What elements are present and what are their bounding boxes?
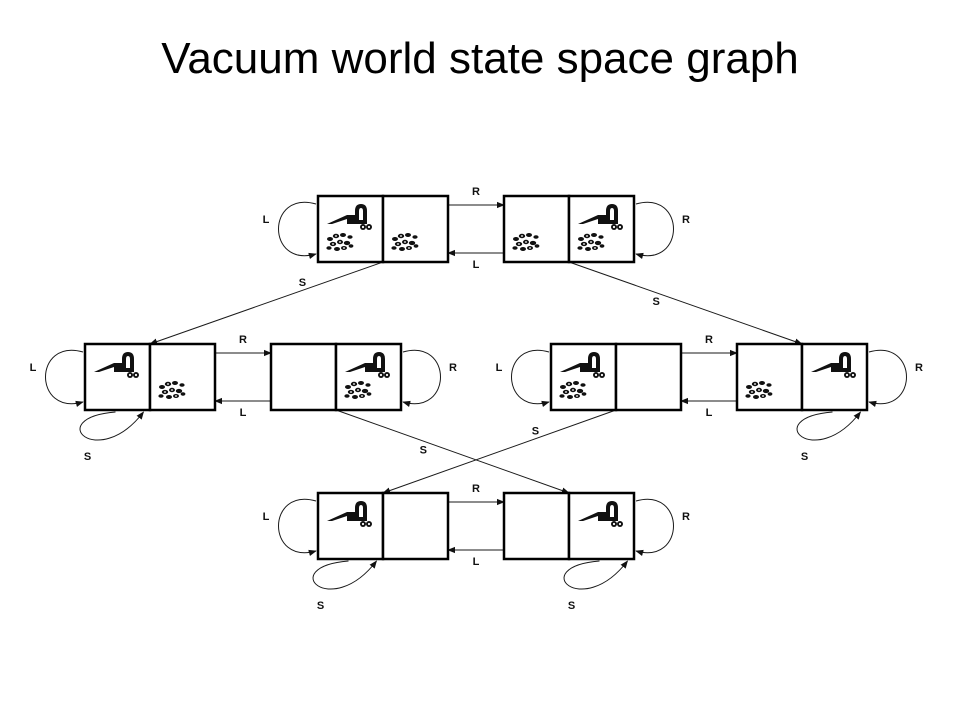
edge-5-6-R-label: R — [705, 334, 713, 346]
edge-5-5-L-label: L — [496, 362, 503, 374]
edge-2-6-S — [568, 261, 803, 345]
state-1-square-b — [381, 194, 450, 264]
state-7-square-a — [316, 491, 385, 561]
state-7-square-b — [381, 491, 450, 561]
edge-8-8-R-label: R — [682, 511, 690, 523]
state-5-square-a — [549, 342, 618, 412]
edge-5-5-L — [511, 349, 550, 408]
edge-1-3-S — [149, 261, 384, 345]
state-2 — [502, 194, 636, 264]
state-1 — [316, 194, 450, 264]
edge-7-7-S — [312, 560, 377, 590]
edge-6-6-S-label: S — [801, 451, 808, 463]
action-labels: R L L R S S R L L S R S R L L S R S R L L S R S — [30, 186, 923, 612]
transition-edges — [45, 201, 907, 590]
edge-3-3-S-label: S — [84, 451, 91, 463]
state-4 — [269, 342, 403, 412]
edge-3-3-S — [79, 411, 144, 441]
state-8-square-a — [502, 491, 571, 561]
state-7 — [316, 491, 450, 561]
edge-3-3-L — [45, 349, 84, 408]
state-5-square-b — [614, 342, 683, 412]
edge-4-4-R — [402, 349, 441, 408]
edge-4-8-S — [335, 409, 570, 494]
edge-7-8-R-label: R — [472, 483, 480, 495]
edge-8-8-S-label: S — [568, 600, 575, 612]
state-6-square-a — [735, 342, 804, 412]
state-1-square-a — [316, 194, 385, 264]
edge-8-7-L-label: L — [473, 556, 480, 568]
edge-6-6-R — [868, 349, 907, 408]
edge-8-8-S — [563, 560, 628, 590]
state-3-square-a — [83, 342, 152, 412]
state-4-square-b — [334, 342, 403, 412]
edge-4-4-R-label: R — [449, 362, 457, 374]
state-8-square-b — [567, 491, 636, 561]
edge-6-5-L-label: L — [706, 407, 713, 419]
edge-2-2-R-label: R — [682, 214, 690, 226]
state-3 — [83, 342, 217, 412]
edge-1-1-L — [278, 201, 317, 260]
state-8 — [502, 491, 636, 561]
state-5 — [549, 342, 683, 412]
edge-5-7-S — [382, 409, 617, 494]
edge-2-6-S-label: S — [653, 296, 660, 308]
edge-5-7-S-label: S — [532, 425, 539, 437]
edge-1-3-S-label: S — [299, 277, 306, 289]
edge-7-7-S-label: S — [317, 600, 324, 612]
state-6-square-b — [800, 342, 869, 412]
state-nodes — [83, 194, 869, 561]
edge-8-8-R — [635, 498, 674, 557]
edge-3-4-R-label: R — [239, 334, 247, 346]
state-4-square-a — [269, 342, 338, 412]
edge-2-2-R — [635, 201, 674, 260]
edge-1-1-L-label: L — [263, 214, 270, 226]
edge-7-7-L-label: L — [263, 511, 270, 523]
edge-4-3-L-label: L — [240, 407, 247, 419]
edge-1-2-R-label: R — [472, 186, 480, 198]
edge-2-1-L-label: L — [473, 259, 480, 271]
state-6 — [735, 342, 869, 412]
state-3-square-b — [148, 342, 217, 412]
state-2-square-a — [502, 194, 571, 264]
edge-6-6-R-label: R — [915, 362, 923, 374]
edge-3-3-L-label: L — [30, 362, 37, 374]
page-title: Vacuum world state space graph — [161, 34, 799, 83]
edge-4-8-S-label: S — [420, 444, 427, 456]
state-2-square-b — [567, 194, 636, 264]
edge-6-6-S — [796, 411, 861, 441]
edge-7-7-L — [278, 498, 317, 557]
